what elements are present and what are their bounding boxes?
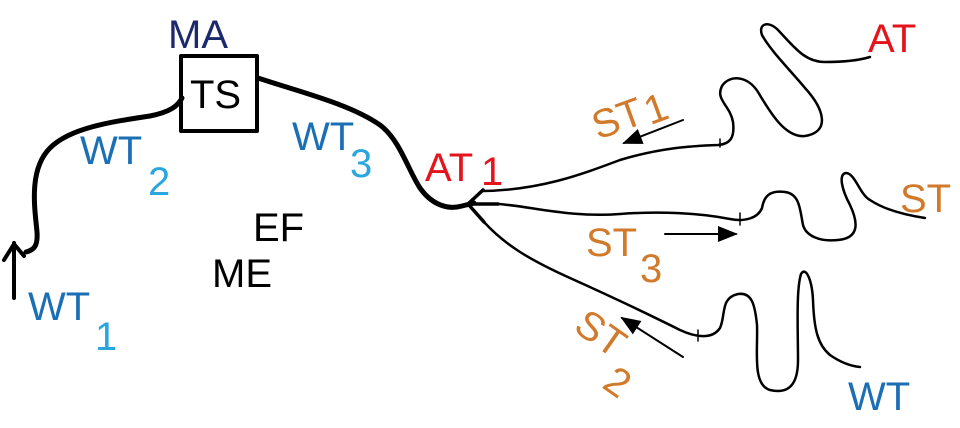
label-wt2: WT (80, 129, 142, 173)
start-arrow-icon (2, 241, 26, 300)
main-tract-left (23, 95, 185, 255)
branch-st2 (482, 220, 862, 393)
main-tract-right (255, 75, 477, 210)
label-st: ST (900, 177, 951, 221)
label-ef: EF (253, 206, 304, 250)
label-me: ME (212, 252, 272, 296)
label-st2: ST (567, 301, 634, 366)
st1-arrow-icon (622, 119, 684, 144)
ts-box (179, 54, 259, 133)
label-wt3: WT (292, 115, 354, 159)
label-at1: AT (425, 146, 473, 190)
label-wt: WT (848, 375, 910, 419)
label-st3-sub: 3 (640, 247, 662, 291)
label-st2-sub: 2 (596, 358, 639, 407)
label-wt1-sub: 1 (95, 315, 117, 359)
junction-fork (466, 188, 500, 224)
label-wt2-sub: 2 (148, 160, 170, 204)
label-ts: TS (190, 73, 241, 117)
st2-arrow-icon (620, 316, 684, 358)
label-ma: MA (168, 13, 228, 57)
branch-st1 (481, 23, 872, 193)
label-at1-sub: 1 (481, 150, 503, 194)
label-st3: ST (586, 221, 637, 265)
label-wt1: WT (28, 285, 90, 329)
label-wt3-sub: 3 (350, 142, 372, 186)
label-at: AT (868, 17, 916, 61)
branch-st3 (496, 171, 927, 242)
